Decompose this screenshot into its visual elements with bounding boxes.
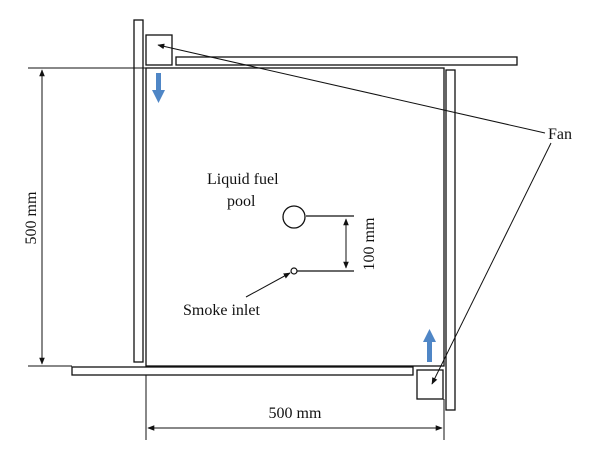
smoke-inlet-label: Smoke inlet	[183, 302, 260, 319]
pool-label-line1: Liquid fuel	[207, 171, 279, 188]
fan-leader-top	[157, 43, 546, 134]
fuel-pool-circle	[282, 205, 306, 229]
smoke-inlet-point	[290, 267, 298, 275]
flow-down-arrow	[152, 73, 165, 103]
fan-label: Fan	[548, 126, 572, 143]
left-wall-panel	[133, 19, 144, 363]
room-boundary	[145, 67, 445, 367]
dim-width-label: 500 mm	[269, 405, 322, 422]
top-wall-panel	[175, 56, 518, 66]
pool-label-line2: pool	[227, 193, 256, 210]
fan-top-left	[145, 34, 173, 66]
fan-leader-bottom	[431, 142, 552, 385]
right-wall-panel	[445, 69, 456, 411]
bottom-wall-panel	[71, 366, 414, 376]
smoke-inlet-leader	[245, 272, 291, 298]
flow-up-arrow	[423, 329, 436, 362]
dim-height-label: 500 mm	[23, 191, 40, 244]
fan-bottom-right	[416, 369, 444, 400]
dim-100-label: 100 mm	[361, 217, 378, 270]
